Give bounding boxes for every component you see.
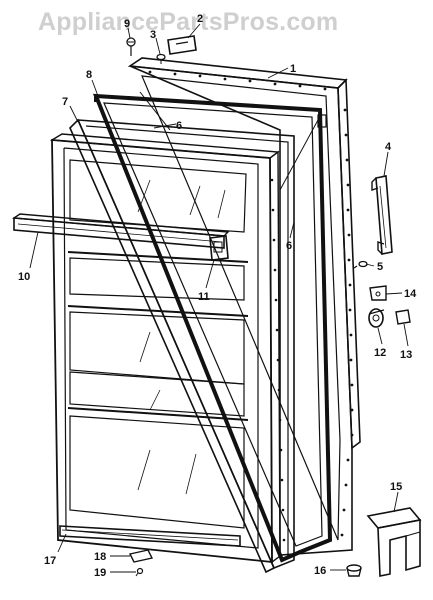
callout-12: 12 xyxy=(374,347,386,359)
bottom-bar xyxy=(59,525,241,547)
latch-cam xyxy=(368,308,385,328)
door-handle xyxy=(371,175,393,255)
callout-15: 15 xyxy=(390,481,402,493)
bracket-block xyxy=(366,507,422,577)
top-cover-plate xyxy=(167,35,197,55)
callout-14: 14 xyxy=(404,288,417,300)
callout-8: 8 xyxy=(86,69,92,81)
callout-11: 11 xyxy=(198,291,210,303)
callout-1: 1 xyxy=(290,63,296,75)
callout-10: 10 xyxy=(18,271,30,283)
outer-door-panel xyxy=(127,57,361,556)
callout-17: 17 xyxy=(44,555,56,567)
plug-16 xyxy=(346,564,362,577)
callout-13: 13 xyxy=(400,349,412,361)
screw-5 xyxy=(353,260,368,269)
screw-19 xyxy=(135,567,144,577)
callout-7: 7 xyxy=(62,96,68,108)
leader-lines xyxy=(29,23,409,573)
screw-9 xyxy=(126,37,136,56)
breaker-strip-frame xyxy=(69,118,295,574)
shelf-retainer-clip xyxy=(209,235,229,261)
callout-4: 4 xyxy=(385,141,392,153)
latch-strike xyxy=(395,309,411,325)
callout-6-upper: 6 xyxy=(176,120,182,132)
door-gasket xyxy=(92,91,333,563)
callout-5: 5 xyxy=(377,261,383,273)
callout-2: 2 xyxy=(197,13,203,25)
callout-16: 16 xyxy=(314,565,326,577)
callout-6-lower: 6 xyxy=(286,240,292,252)
small-bracket-18 xyxy=(128,549,154,563)
callout-9: 9 xyxy=(124,18,130,30)
watermark-text: AppliancePartsPros.com xyxy=(38,8,339,36)
callout-3: 3 xyxy=(150,29,156,41)
callout-labels: 1 2 3 4 5 6 6 7 8 9 10 11 12 13 14 15 16… xyxy=(18,13,417,579)
callout-19: 19 xyxy=(94,567,106,579)
latch-bracket xyxy=(369,285,387,301)
screw-3 xyxy=(156,53,166,64)
door-liner xyxy=(49,133,281,564)
callout-18: 18 xyxy=(94,551,106,563)
shelf-bar xyxy=(11,213,230,249)
